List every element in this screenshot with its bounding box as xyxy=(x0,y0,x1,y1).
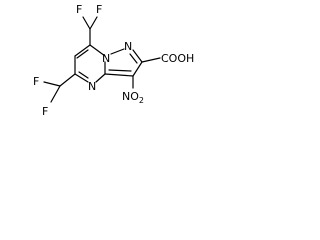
bond-group xyxy=(43,16,161,103)
bond-c5-n4 xyxy=(74,73,89,83)
structure-canvas: F F N N COOH F F N NO2 xyxy=(33,3,194,118)
bond-c5-chf2 xyxy=(59,73,76,87)
bond-n4-c3a xyxy=(95,73,106,83)
bond-c3-c3a-double xyxy=(108,69,132,72)
bond-c-f-left-upper xyxy=(43,81,61,87)
bond-n-bridge-n1 xyxy=(110,48,125,55)
bond-f-c-top-right xyxy=(89,16,98,30)
atom-f-top-right: F xyxy=(96,3,102,16)
atom-f-top-left: F xyxy=(76,3,82,16)
atom-n-bridge: N xyxy=(102,52,110,65)
bond-f-c-top-left xyxy=(82,16,91,30)
nitro-no: NO xyxy=(122,90,139,103)
atom-f-left-upper: F xyxy=(33,75,39,88)
atom-f-left-lower: F xyxy=(42,105,48,118)
atom-nitro: NO2 xyxy=(122,90,144,105)
bond-c3-c3a xyxy=(104,73,134,77)
bond-c2-c3 xyxy=(132,61,143,77)
bond-n1-c2-double xyxy=(129,53,138,64)
atom-n-pyrazole: N xyxy=(124,40,132,53)
bond-c7-c6-double xyxy=(76,49,89,59)
atom-label-group: F F N N COOH F F N NO2 xyxy=(33,3,194,118)
bond-c5-n4-double xyxy=(78,71,89,79)
bond-c7-n-bridge xyxy=(89,44,106,57)
atom-n-pyrimidine: N xyxy=(88,80,96,93)
nitro-subscript: 2 xyxy=(139,96,144,105)
bond-c-f-left-lower xyxy=(50,85,61,103)
bond-n1-c2 xyxy=(132,49,143,63)
bond-c2-cooh xyxy=(141,57,161,63)
atom-cooh: COOH xyxy=(161,52,194,65)
bond-c7-c6 xyxy=(74,44,91,57)
